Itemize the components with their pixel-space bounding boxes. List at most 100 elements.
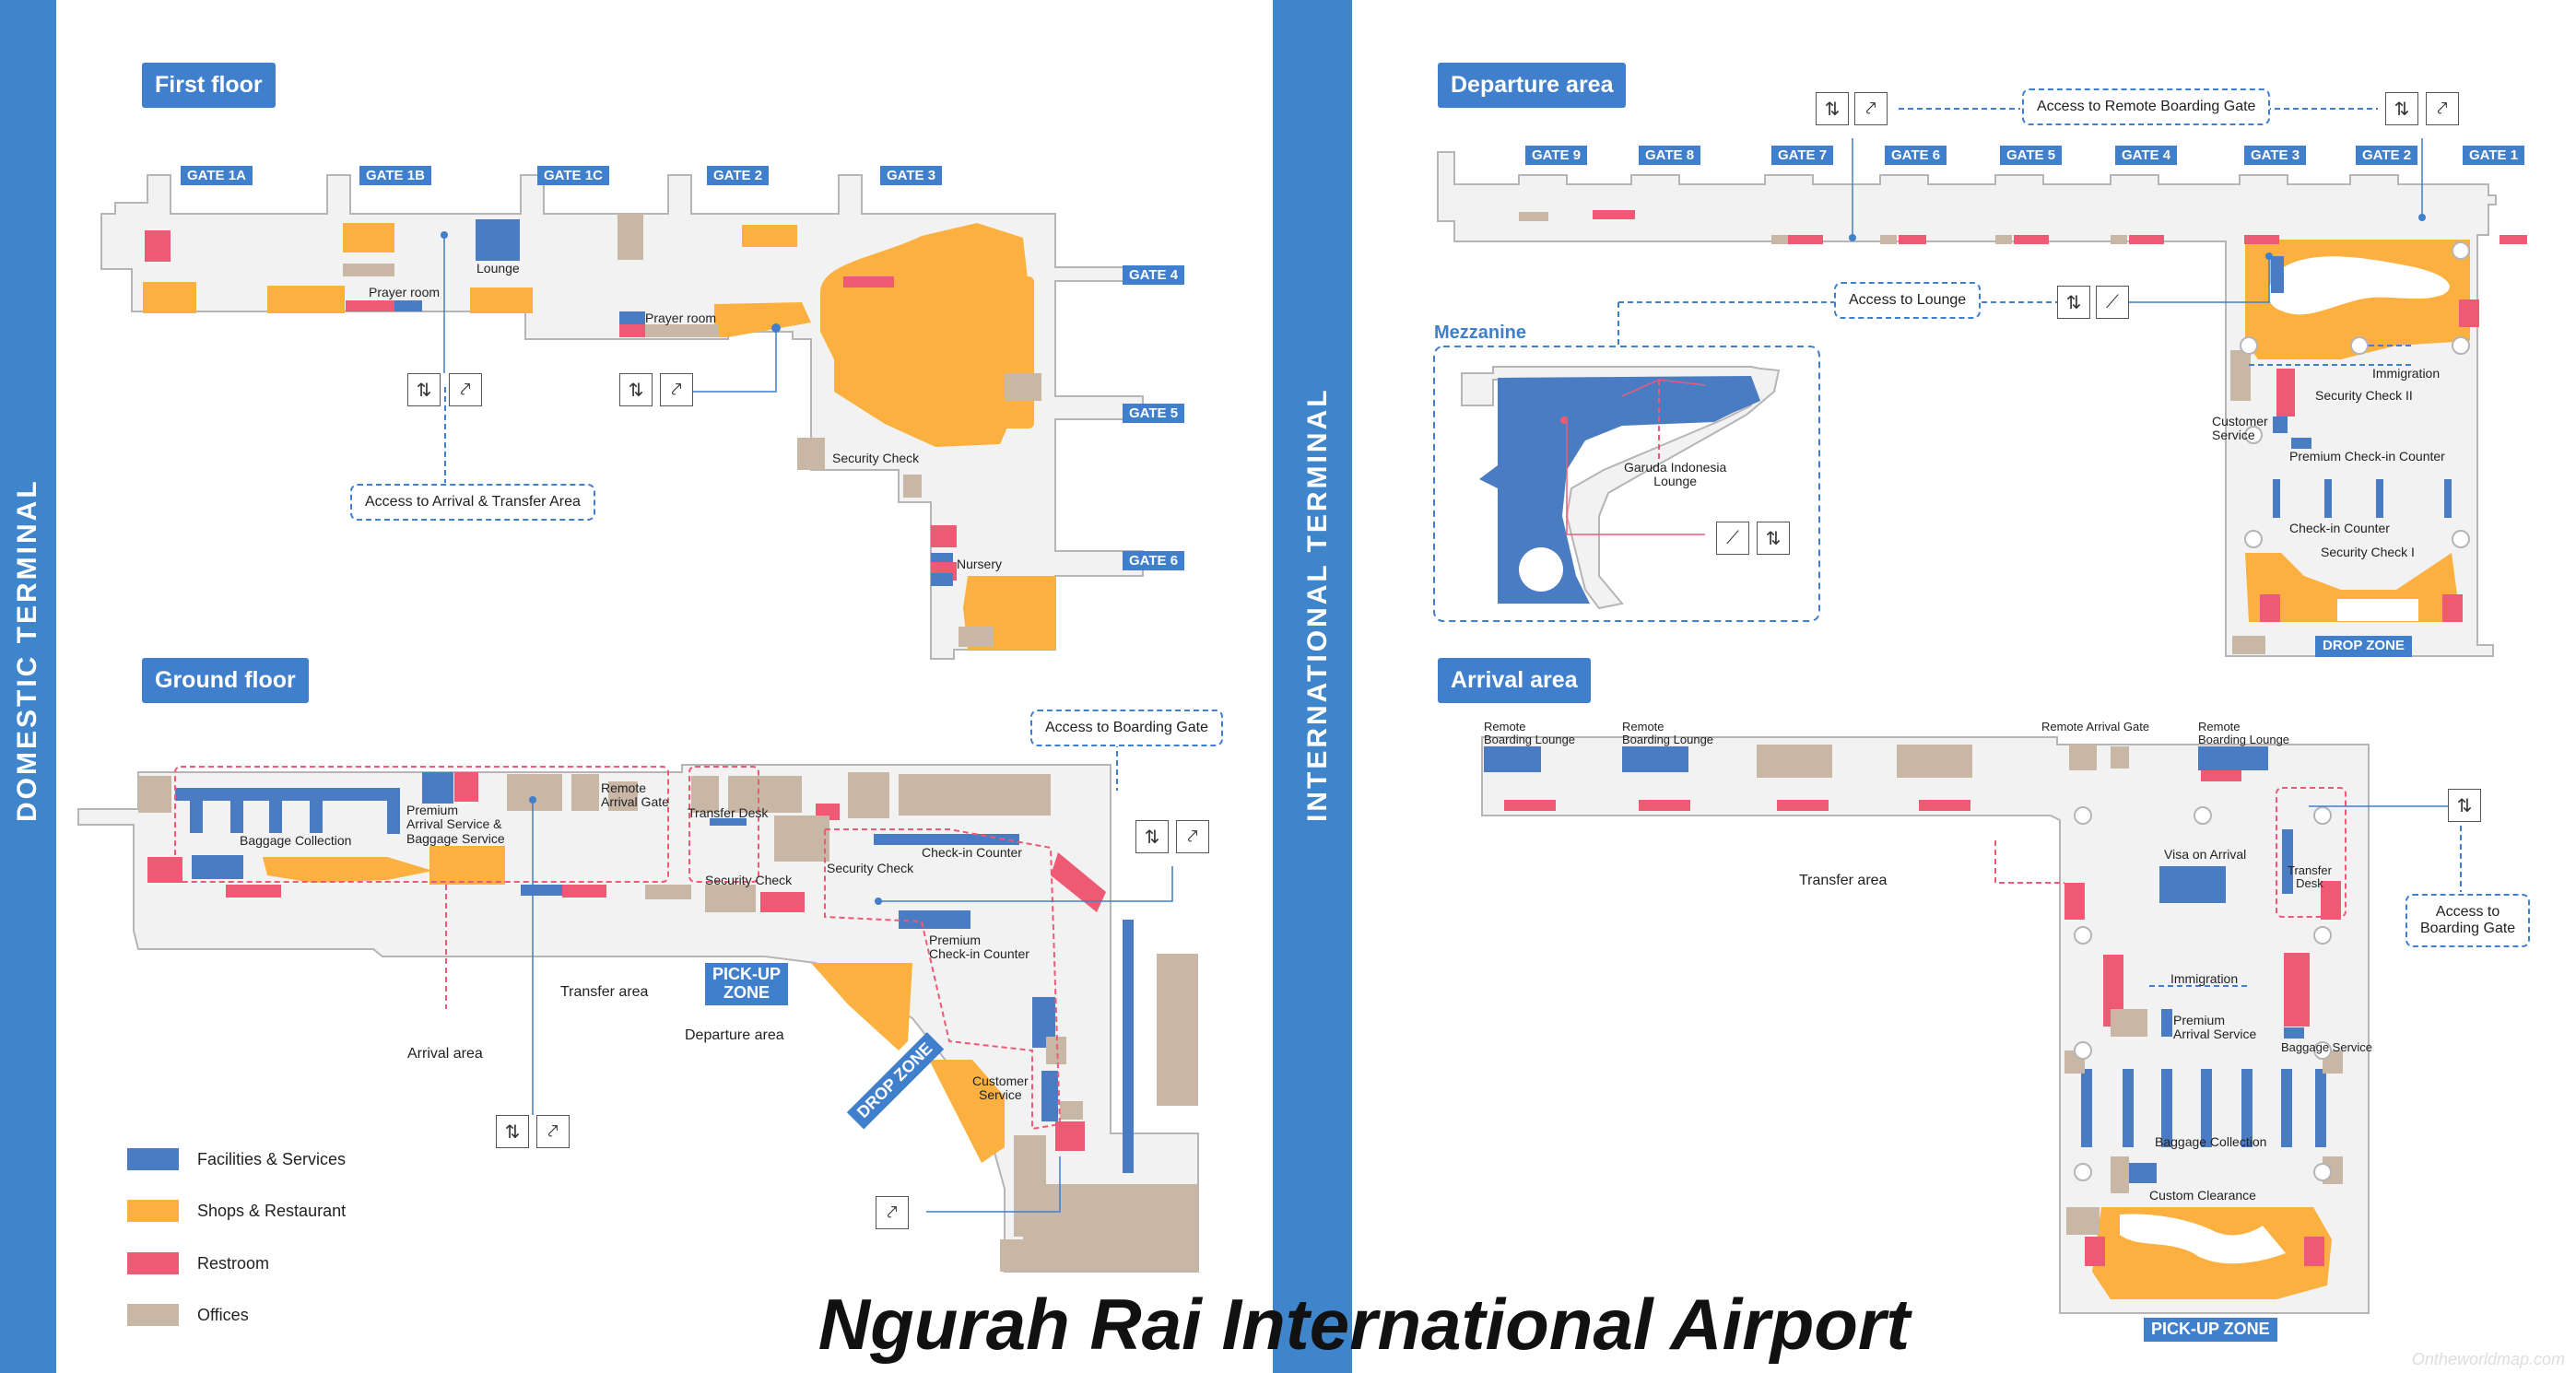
gate-6-badge: GATE 6 xyxy=(1123,551,1185,570)
elevator-icon: ⇅ xyxy=(1816,92,1849,125)
legend-swatch xyxy=(127,1304,179,1326)
legend-label: Shops & Restaurant xyxy=(197,1201,347,1220)
airport-title: Ngurah Rai International Airport xyxy=(817,1284,1911,1365)
pickup-zone-badge: PICK-UP ZONE xyxy=(2144,1318,2277,1342)
premium-arrival-service-label: Premium Arrival Service & Baggage Servic… xyxy=(406,803,505,846)
intl-gate-8-badge: GATE 8 xyxy=(1639,146,1701,165)
intl-gate-5-badge: GATE 5 xyxy=(2000,146,2063,165)
legend-label: Facilities & Services xyxy=(197,1149,347,1168)
legend-swatch xyxy=(127,1252,179,1274)
departure-area-heading: Departure area xyxy=(1438,63,1627,108)
access-arrival-transfer-callout: Access to Arrival & Transfer Area xyxy=(350,484,595,521)
elevator-icon: ⇅ xyxy=(2385,92,2418,125)
premium-checkin-label: Premium Check-in Counter xyxy=(929,933,1029,962)
pickup-zone-badge: PICK-UP ZONE xyxy=(705,963,789,1005)
legend-label: Restroom xyxy=(197,1253,270,1273)
gate-4-badge: GATE 4 xyxy=(1123,265,1185,285)
stairs-icon: ⟋ xyxy=(1716,522,1749,555)
security-check-label-2: Security Check xyxy=(827,861,914,875)
escalator-icon: ⤤ xyxy=(2426,92,2459,125)
elevator-icon: ⇅ xyxy=(407,373,441,406)
remote-boarding-lounge-label-2: Remote Boarding Lounge xyxy=(1622,720,1714,747)
gate-2-badge: GATE 2 xyxy=(707,166,770,185)
first-floor-heading: First floor xyxy=(142,63,276,108)
remote-arrival-gate-label: Remote Arrival Gate xyxy=(2041,720,2150,733)
legend-swatch xyxy=(127,1148,179,1170)
immigration-label: Immigration xyxy=(2170,971,2239,986)
elevator-icon: ⇅ xyxy=(2448,789,2481,822)
checkin-counter-label: Check-in Counter xyxy=(2289,521,2390,535)
escalator-icon: ⤤ xyxy=(536,1115,570,1148)
intl-gate-4-badge: GATE 4 xyxy=(2115,146,2178,165)
elevator-icon: ⇅ xyxy=(1757,522,1790,555)
access-boarding-gate-callout: Access to Boarding Gate xyxy=(1030,710,1223,746)
baggage-collection-label: Baggage Collection xyxy=(240,833,352,848)
elevator-icon: ⇅ xyxy=(619,373,653,406)
elevator-icon: ⇅ xyxy=(1135,820,1169,853)
intl-gate-6-badge: GATE 6 xyxy=(1885,146,1947,165)
customer-service-label: Customer Service xyxy=(2212,414,2268,443)
access-remote-boarding-callout: Access to Remote Boarding Gate xyxy=(2022,88,2271,125)
remote-arrival-gate-label: Remote Arrival Gate xyxy=(601,780,669,810)
mezzanine-heading: Mezzanine xyxy=(1434,323,1527,343)
legend-shops: Shops & Restaurant xyxy=(127,1200,346,1222)
intl-gate-3-badge: GATE 3 xyxy=(2244,146,2307,165)
remote-boarding-lounge-label-3: Remote Boarding Lounge xyxy=(2198,720,2290,747)
ground-floor-heading: Ground floor xyxy=(142,658,309,703)
gate-5-badge: GATE 5 xyxy=(1123,404,1185,423)
custom-clearance-label: Custom Clearance xyxy=(2149,1188,2256,1203)
escalator-icon: ⤤ xyxy=(449,373,482,406)
premium-arrival-service-label: Premium Arrival Service xyxy=(2173,1013,2257,1042)
escalator-icon: ⤤ xyxy=(1176,820,1209,853)
arrival-area-heading: Arrival area xyxy=(1438,658,1591,703)
premium-checkin-label: Premium Check-in Counter xyxy=(2289,449,2445,464)
legend-offices: Offices xyxy=(127,1304,249,1326)
security-check-2-label: Security Check II xyxy=(2315,388,2413,403)
prayer-room-label: Prayer room xyxy=(369,285,441,299)
customer-service-label: Customer Service xyxy=(972,1074,1029,1103)
prayer-room-label-2: Prayer room xyxy=(645,311,717,325)
visa-on-arrival-label: Visa on Arrival xyxy=(2164,847,2247,862)
watermark: Ontheworldmap.com xyxy=(2411,1350,2565,1368)
security-check-label: Security Check xyxy=(832,451,920,465)
escalator-icon: ⤤ xyxy=(876,1196,909,1229)
departure-area-label: Departure area xyxy=(685,1027,784,1043)
domestic-terminal-band xyxy=(0,0,56,1373)
intl-gate-9-badge: GATE 9 xyxy=(1525,146,1588,165)
lounge-label: Lounge xyxy=(476,261,520,276)
elevator-icon: ⇅ xyxy=(496,1115,529,1148)
gate-3-badge: GATE 3 xyxy=(880,166,943,185)
transfer-desk-label: Transfer Desk xyxy=(688,805,769,820)
baggage-service-label: Baggage Service xyxy=(2281,1040,2373,1054)
checkin-counter-label: Check-in Counter xyxy=(922,845,1022,860)
transfer-area-label: Transfer area xyxy=(560,984,649,1000)
legend-restroom: Restroom xyxy=(127,1252,269,1274)
escalator-icon: ⤤ xyxy=(1854,92,1888,125)
remote-boarding-lounge-label-1: Remote Boarding Lounge xyxy=(1484,720,1576,747)
elevator-icon: ⇅ xyxy=(2057,286,2090,319)
access-lounge-callout: Access to Lounge xyxy=(1834,282,1982,319)
legend-swatch xyxy=(127,1200,179,1222)
access-boarding-gate-callout: Access to Boarding Gate xyxy=(2405,894,2531,947)
baggage-collection-label: Baggage Collection xyxy=(2155,1134,2267,1149)
immigration-label: Immigration xyxy=(2372,366,2441,381)
arrival-area-label: Arrival area xyxy=(407,1046,483,1062)
transfer-desk-label: Transfer Desk xyxy=(2288,863,2332,891)
security-check-label-1: Security Check xyxy=(705,873,793,887)
garuda-lounge-label: Garuda Indonesia Lounge xyxy=(1624,460,1727,489)
transfer-area-label: Transfer area xyxy=(1799,873,1888,888)
gate-1a-badge: GATE 1A xyxy=(181,166,253,185)
international-terminal-band xyxy=(1273,0,1352,1373)
gate-1b-badge: GATE 1B xyxy=(359,166,431,185)
drop-zone-badge: DROP ZONE xyxy=(2315,636,2412,657)
legend-label: Offices xyxy=(197,1305,249,1324)
intl-gate-7-badge: GATE 7 xyxy=(1771,146,1834,165)
intl-gate-1-badge: GATE 1 xyxy=(2463,146,2525,165)
intl-gate-2-badge: GATE 2 xyxy=(2356,146,2418,165)
security-check-1-label: Security Check I xyxy=(2321,545,2415,559)
gate-1c-badge: GATE 1C xyxy=(537,166,609,185)
nursery-label: Nursery xyxy=(957,557,1003,571)
stairs-icon: ⟋ xyxy=(2096,286,2129,319)
